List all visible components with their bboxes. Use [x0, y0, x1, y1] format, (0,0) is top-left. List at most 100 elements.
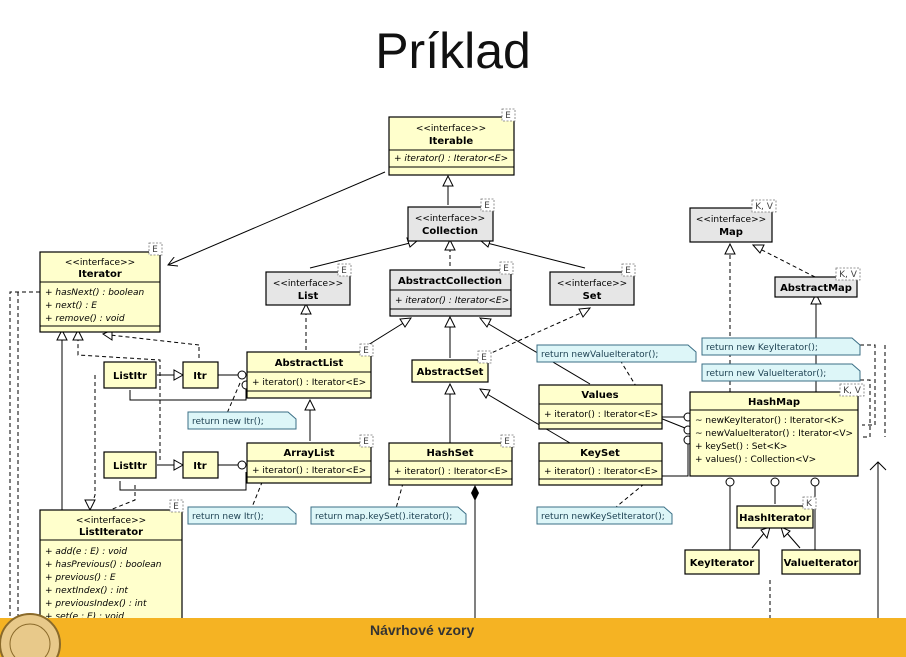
class-name: ValueIterator: [784, 558, 859, 569]
note-new-itr-2: return new Itr();: [187, 506, 297, 525]
class-name: Collection: [422, 226, 478, 237]
type-param: K, V: [843, 386, 862, 396]
key-iterator-class[interactable]: KeyIterator: [684, 549, 760, 575]
note-new-value-iterator: return newValueIterator();: [536, 344, 697, 363]
note-text: return new Itr();: [192, 417, 264, 427]
member: ~ newValueIterator() : Iterator<V>: [695, 429, 853, 439]
member: + iterator() : Iterator<E>: [544, 467, 658, 477]
list-interface[interactable]: <<interface>> List E: [265, 263, 352, 306]
arraylist-class[interactable]: ArrayList + iterator() : Iterator<E> E: [246, 434, 374, 484]
class-name: AbstractSet: [417, 367, 484, 378]
member: + set(e : E) : void: [45, 612, 124, 622]
class-name: Iterable: [429, 136, 474, 147]
member: + iterator() : Iterator<E>: [395, 296, 509, 306]
member: + next() : E: [45, 301, 97, 311]
stereotype-label: <<interface>>: [415, 214, 485, 224]
hashmap-class[interactable]: HashMap ~ newKeyIterator() : Iterator<K>…: [689, 383, 865, 477]
university-seal-icon: [0, 613, 61, 657]
member: + iterator() : Iterator<E>: [252, 466, 366, 476]
type-param: E: [505, 111, 511, 121]
class-name: Set: [583, 291, 602, 302]
type-param: E: [481, 353, 487, 363]
list-iterator-interface[interactable]: <<interface>> ListIterator + add(e : E) …: [39, 499, 184, 631]
note-text: return newKeySetIterator();: [541, 512, 665, 522]
map-interface[interactable]: <<interface>> Map K, V: [689, 199, 777, 243]
class-name: HashMap: [748, 397, 800, 408]
note-text: return new ValueIterator();: [706, 369, 826, 379]
class-name: Iterator: [78, 269, 122, 280]
type-param: E: [484, 201, 490, 211]
set-interface[interactable]: <<interface>> Set E: [549, 263, 636, 306]
class-name: ListIterator: [79, 527, 143, 538]
type-param: E: [503, 264, 509, 274]
itr-class-2[interactable]: Itr: [182, 451, 219, 479]
class-name: List: [298, 291, 319, 302]
member: + values() : Collection<V>: [695, 455, 816, 465]
type-param: E: [341, 266, 347, 276]
gen-set-collection: [486, 242, 586, 269]
type-param: K, V: [755, 202, 774, 212]
abstract-collection-class[interactable]: AbstractCollection + iterator() : Iterat…: [389, 261, 514, 317]
abstract-list-class[interactable]: AbstractList + iterator() : Iterator<E> …: [246, 343, 374, 399]
class-name: Itr: [193, 461, 207, 472]
type-param: E: [363, 346, 369, 356]
type-param: E: [152, 245, 158, 255]
member: + keySet() : Set<K>: [695, 442, 787, 452]
stereotype-label: <<interface>>: [416, 124, 486, 134]
stereotype-label: <<interface>>: [557, 279, 627, 289]
class-name: AbstractList: [275, 358, 344, 369]
type-param: E: [363, 437, 369, 447]
class-name: Values: [581, 390, 618, 401]
hashset-class[interactable]: HashSet + iterator() : Iterator<E> E: [388, 434, 515, 486]
class-name: AbstractMap: [780, 283, 852, 294]
page-title: Príklad: [375, 23, 531, 79]
stereotype-label: <<interface>>: [696, 215, 766, 225]
footer-text: Návrhové vzory: [370, 622, 475, 638]
member: + hasPrevious() : boolean: [45, 560, 162, 570]
iterable-interface[interactable]: <<interface>> Iterable + iterator() : It…: [388, 108, 516, 176]
iterator-interface[interactable]: <<interface>> Iterator + hasNext() : boo…: [39, 242, 163, 333]
type-param: E: [173, 502, 179, 512]
real-absmap-map: [759, 248, 816, 278]
member: + previousIndex() : int: [45, 599, 147, 609]
type-param: K: [806, 499, 813, 509]
note-new-itr-1: return new Itr();: [187, 411, 297, 430]
member: ~ newKeyIterator() : Iterator<K>: [695, 416, 844, 426]
member: + previous() : E: [45, 573, 116, 583]
note-text: return map.keySet().iterator();: [315, 512, 452, 522]
class-name: HashSet: [427, 448, 474, 459]
hash-iterator-class[interactable]: HashIterator K: [736, 496, 817, 529]
listitr-class-2[interactable]: ListItr: [103, 451, 157, 479]
collection-interface[interactable]: <<interface>> Collection E: [407, 198, 495, 242]
value-iterator-class[interactable]: ValueIterator: [781, 549, 861, 575]
listitr-class-1[interactable]: ListItr: [103, 361, 157, 389]
note-map-keyset-iterator: return map.keySet().iterator();: [310, 506, 467, 525]
class-name: AbstractCollection: [398, 276, 502, 287]
type-param: K, V: [839, 270, 858, 280]
keyset-class[interactable]: KeySet + iterator() : Iterator<E>: [538, 442, 663, 486]
note-text: return new Itr();: [192, 512, 264, 522]
itr-class-1[interactable]: Itr: [182, 361, 219, 389]
member: + iterator() : Iterator<E>: [394, 467, 508, 477]
type-param: E: [504, 437, 510, 447]
stereotype-label: <<interface>>: [273, 279, 343, 289]
class-name: KeySet: [580, 448, 620, 459]
class-name: ArrayList: [283, 448, 334, 459]
class-name: HashIterator: [739, 513, 811, 524]
gen-keyset-absset: [486, 393, 571, 444]
note-new-key-iterator: return new KeyIterator();: [701, 337, 861, 356]
member: + add(e : E) : void: [45, 547, 127, 557]
note-text: return newValueIterator();: [541, 350, 658, 360]
member: + iterator() : Iterator<E>: [394, 154, 508, 164]
class-name: Itr: [193, 371, 207, 382]
class-name: ListItr: [113, 371, 147, 382]
class-name: ListItr: [113, 461, 147, 472]
values-class[interactable]: Values + iterator() : Iterator<E>: [538, 384, 663, 430]
member: + nextIndex() : int: [45, 586, 128, 596]
note-new-keyset-iterator: return newKeySetIterator();: [536, 506, 673, 525]
abstract-set-class[interactable]: AbstractSet E: [411, 350, 492, 383]
stereotype-label: <<interface>>: [76, 516, 146, 526]
abstract-map-class[interactable]: AbstractMap K, V: [774, 267, 861, 298]
real-absset-set: [479, 311, 584, 359]
